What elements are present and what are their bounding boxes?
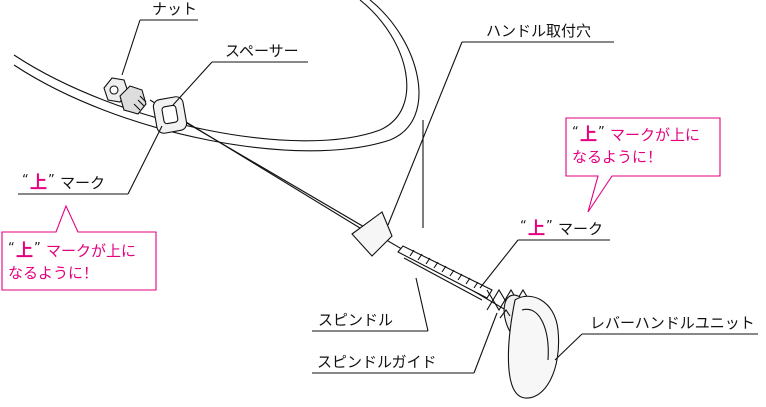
spindle-label: スピンドル: [318, 311, 393, 329]
callout-left: “ 上 ” マークが上に なるように！: [1, 204, 157, 291]
svg-text:“: “: [22, 173, 29, 188]
svg-text:”: ”: [34, 241, 41, 256]
lever-handle-part: [499, 294, 560, 399]
svg-text:”: ”: [546, 219, 553, 234]
callout-right-line1: マークが上に: [610, 126, 700, 144]
up-mark-char: 上: [528, 219, 545, 239]
up-mark-char: 上: [580, 125, 597, 145]
spindle-part: [397, 245, 493, 301]
up-mark-label-left: “ 上 ” マーク: [22, 173, 105, 193]
callout-left-line1: マークが上に: [46, 242, 136, 260]
svg-text:“: “: [572, 125, 579, 140]
leader-lines: [18, 19, 758, 374]
handle-hole-label: ハンドル取付穴: [486, 22, 591, 40]
svg-text:”: ”: [598, 125, 605, 140]
callout-left-line2: なるように！: [8, 264, 98, 282]
spacer-part: [152, 96, 188, 134]
up-mark-char: 上: [16, 241, 33, 261]
callout-right-line2: なるように！: [572, 148, 662, 166]
up-mark-char: 上: [30, 173, 47, 193]
svg-text:“: “: [520, 219, 527, 234]
nut-label: ナット: [152, 0, 197, 18]
spindle-guide-label: スピンドルガイド: [317, 353, 437, 371]
svg-text:“: “: [8, 241, 15, 256]
spacer-label: スペーサー: [225, 42, 299, 60]
up-mark-label-right: “ 上 ” マーク: [520, 219, 603, 239]
up-mark-text: マーク: [558, 220, 603, 238]
callout-right: “ 上 ” マークが上に なるように！: [565, 117, 721, 213]
handle-hole-part: [351, 211, 393, 257]
nut-part: [103, 77, 147, 115]
lever-handle-unit-label: レバーハンドルユニット: [590, 314, 755, 332]
up-mark-text: マーク: [60, 174, 105, 192]
svg-text:”: ”: [48, 173, 55, 188]
